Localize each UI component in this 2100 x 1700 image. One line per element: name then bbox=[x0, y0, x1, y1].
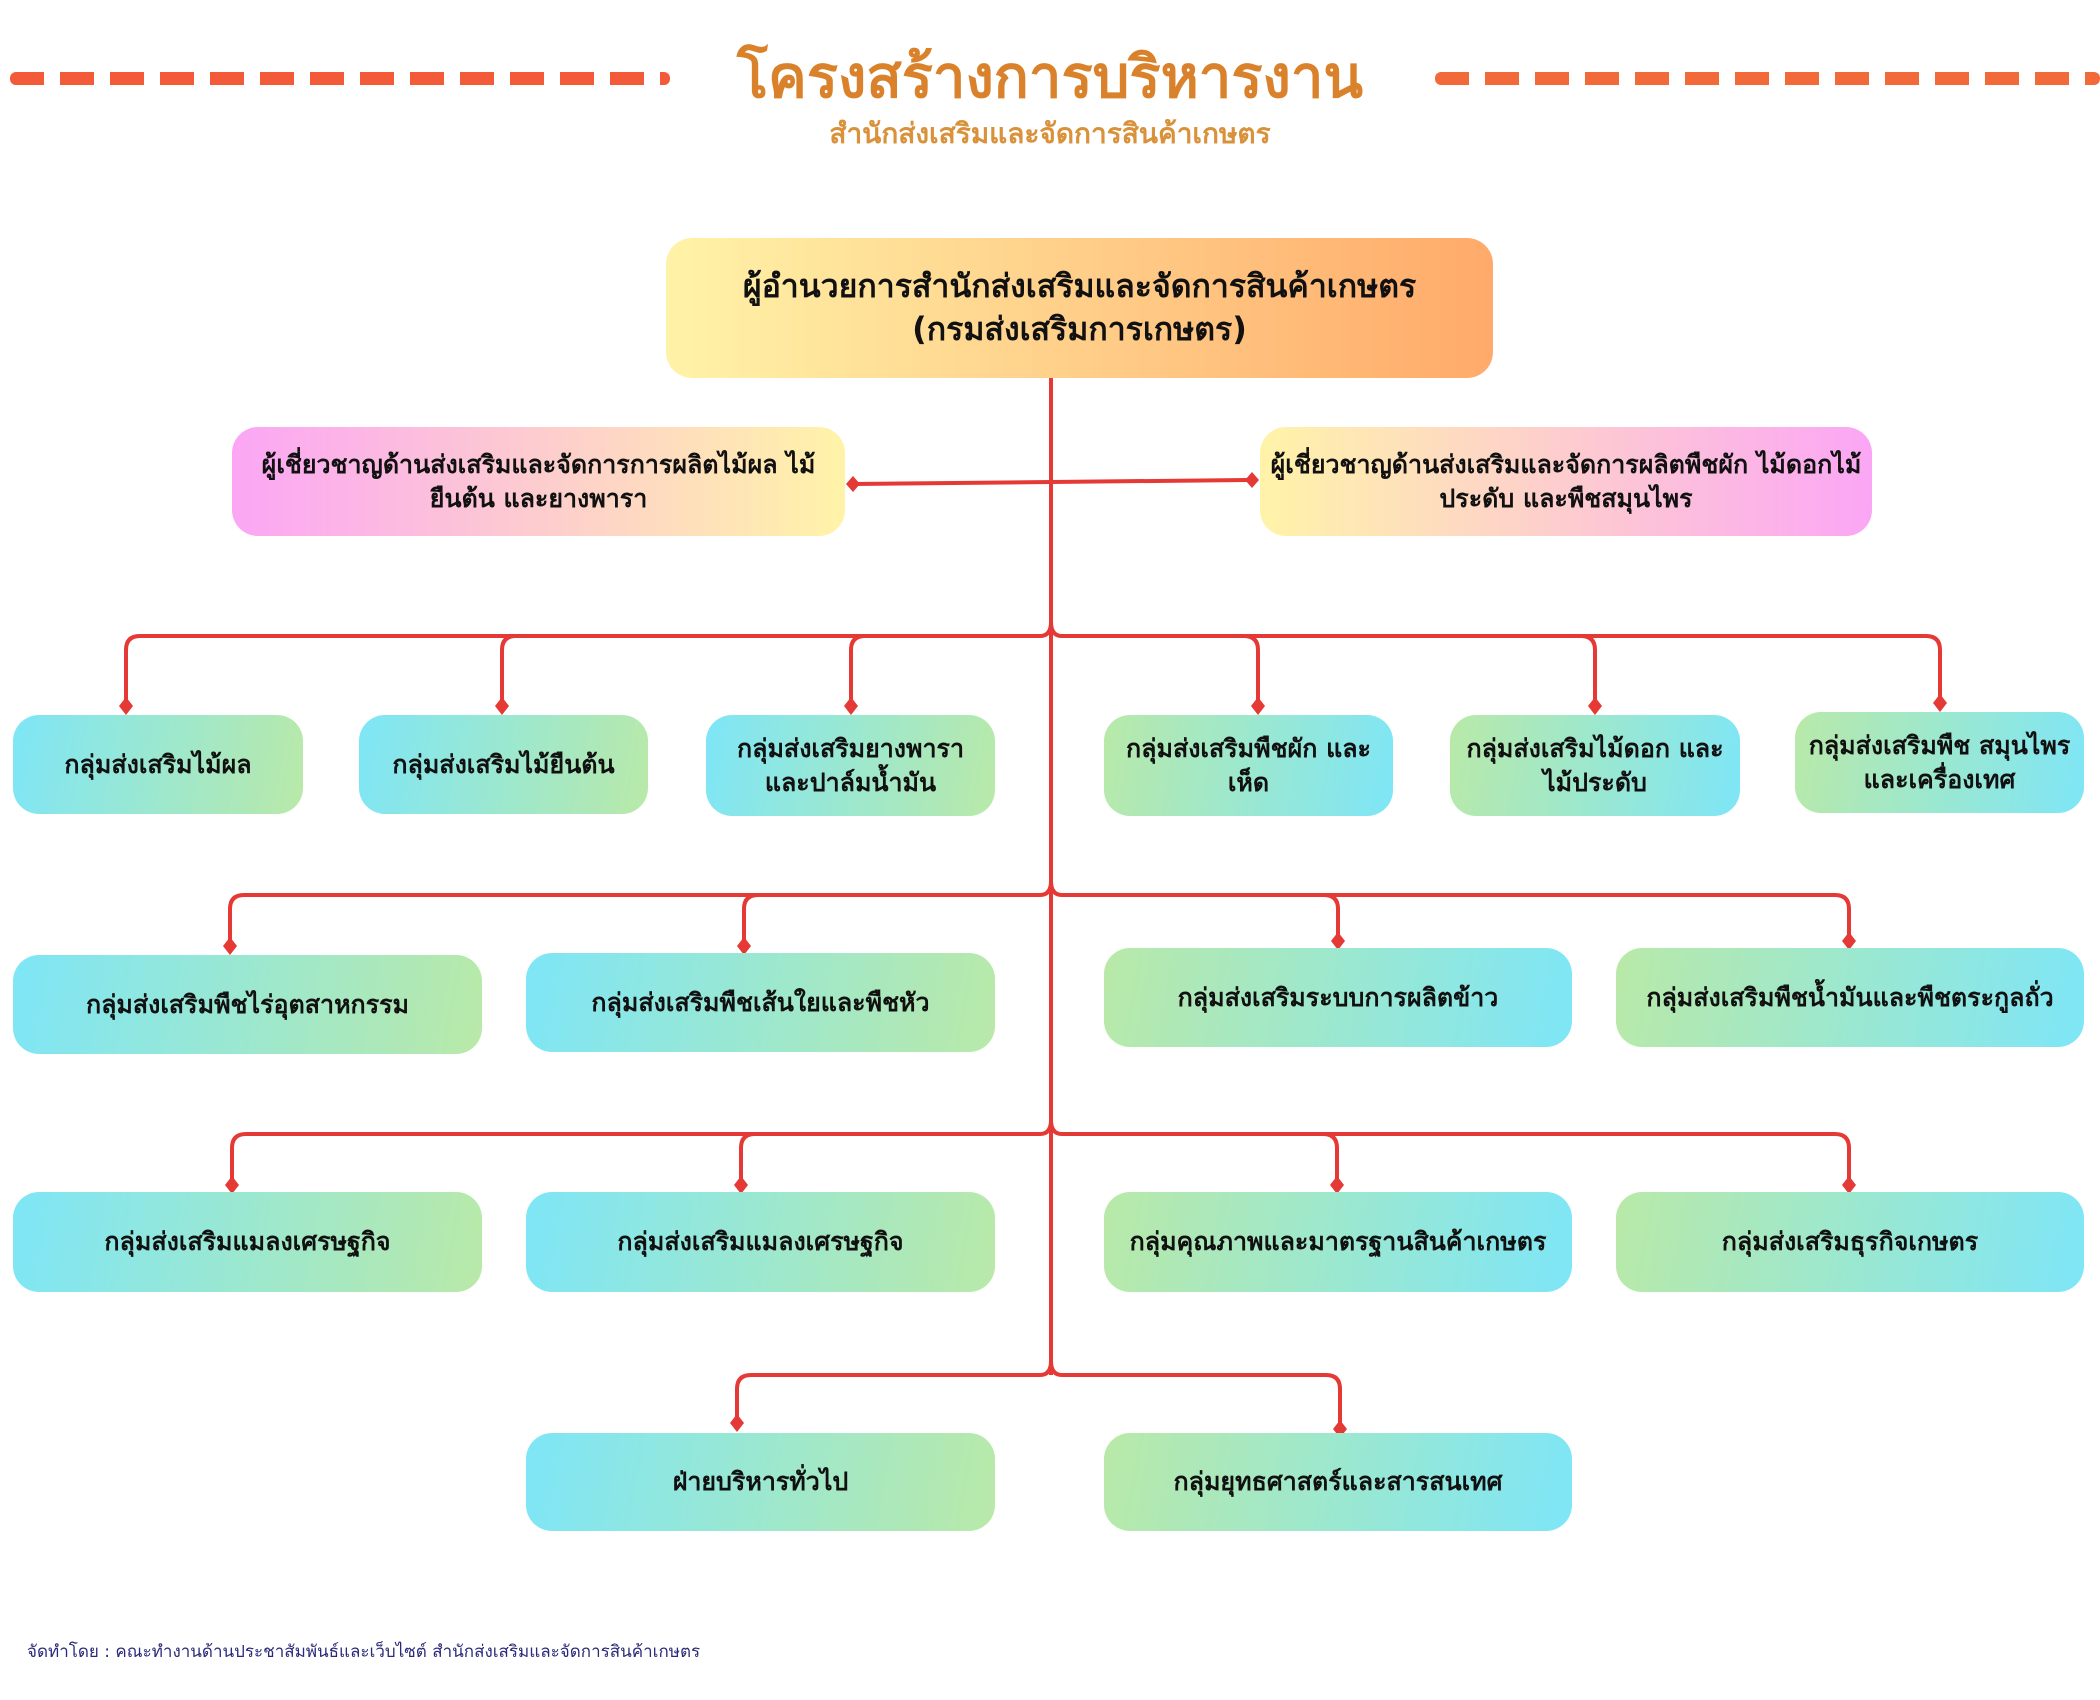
footer-credit: จัดทำโดย : คณะทำงานด้านประชาสัมพันธ์และเ… bbox=[27, 1642, 701, 1662]
row2-branch bbox=[228, 880, 1851, 945]
group-box: กลุ่มส่งเสริมพืชไร่อุตสาหกรรม bbox=[13, 955, 482, 1054]
group-box: กลุ่มยุทธศาสตร์และสารสนเทศ bbox=[1104, 1433, 1572, 1531]
page-title: โครงสร้างการบริหารงาน bbox=[736, 43, 1364, 111]
group-box: กลุ่มส่งเสริมระบบการผลิตข้าว bbox=[1104, 948, 1572, 1047]
group-box: กลุ่มส่งเสริมไม้ยืนต้น bbox=[359, 715, 648, 814]
group-box: กลุ่มส่งเสริมไม้ดอก และไม้ประดับ bbox=[1450, 715, 1740, 816]
expert-box-vegetable: ผู้เชี่ยวชาญด้านส่งเสริมและจัดการผลิตพืช… bbox=[1260, 427, 1872, 536]
director-title: ผู้อำนวยการสำนักส่งเสริมและจัดการสินค้าเ… bbox=[742, 266, 1417, 305]
page-subtitle: สำนักส่งเสริมและจัดการสินค้าเกษตร bbox=[829, 117, 1271, 150]
row4-branch bbox=[735, 1360, 1342, 1428]
expert-box-fruit: ผู้เชี่ยวชาญด้านส่งเสริมและจัดการการผลิต… bbox=[232, 427, 845, 536]
group-box: กลุ่มส่งเสริมยางพารา และปาล์มน้ำมัน bbox=[706, 715, 995, 816]
group-box: กลุ่มส่งเสริมพืชผัก และเห็ด bbox=[1104, 715, 1393, 816]
group-box: กลุ่มส่งเสริมธุรกิจเกษตร bbox=[1616, 1192, 2084, 1292]
group-box: กลุ่มส่งเสริมแมลงเศรษฐกิจ bbox=[526, 1192, 995, 1292]
row1-branch bbox=[124, 621, 1942, 705]
group-box: กลุ่มส่งเสริมพืชน้ำมันและพืชตระกูลถั่ว bbox=[1616, 948, 2084, 1047]
director-box: ผู้อำนวยการสำนักส่งเสริมและจัดการสินค้าเ… bbox=[666, 238, 1493, 378]
group-box: กลุ่มส่งเสริมพืช สมุนไพรและเครื่องเทศ bbox=[1795, 712, 2084, 813]
group-box: กลุ่มส่งเสริมแมลงเศรษฐกิจ bbox=[13, 1192, 482, 1292]
decorative-dash-left bbox=[10, 72, 670, 85]
decorative-dash-right bbox=[1435, 72, 2100, 85]
row3-branch bbox=[230, 1119, 1851, 1186]
group-box: ฝ่ายบริหารทั่วไป bbox=[526, 1433, 995, 1531]
diamond-markers bbox=[119, 472, 1947, 1438]
group-box: กลุ่มส่งเสริมพืชเส้นใยและพืชหัว bbox=[526, 953, 995, 1052]
group-box: กลุ่มส่งเสริมไม้ผล bbox=[13, 715, 303, 814]
group-box: กลุ่มคุณภาพและมาตรฐานสินค้าเกษตร bbox=[1104, 1192, 1572, 1292]
expert-connector bbox=[852, 478, 1249, 486]
director-dept: (กรมส่งเสริมการเกษตร) bbox=[912, 310, 1247, 348]
